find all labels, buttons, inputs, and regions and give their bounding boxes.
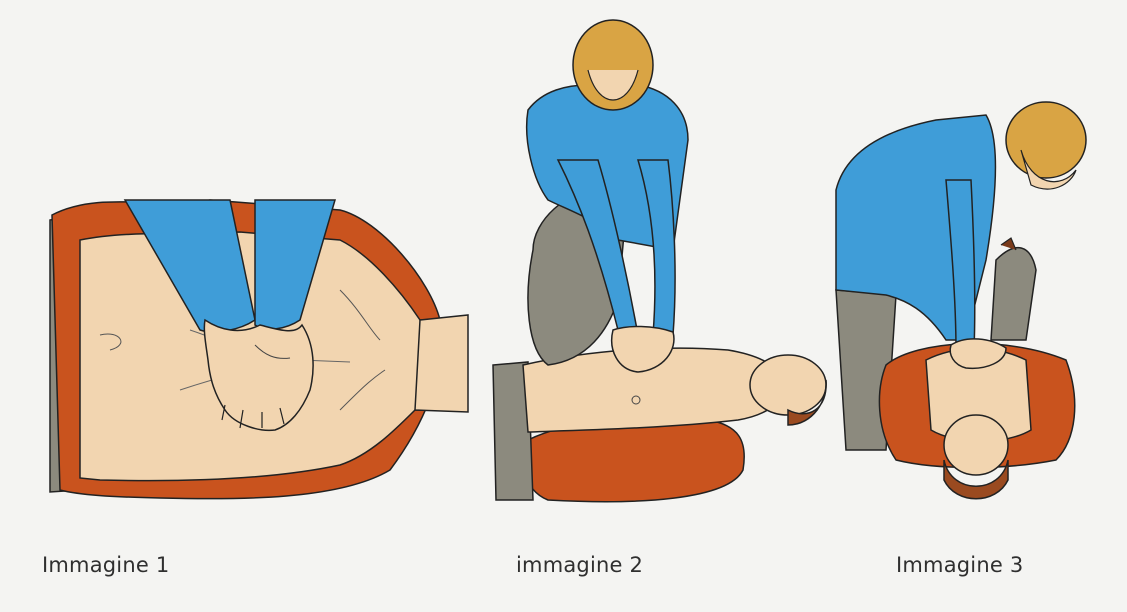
illustration-chest-compression-closeup <box>40 0 480 520</box>
illustration-rescuer-front-view <box>826 0 1096 520</box>
caption-image-1: Immagine 1 <box>42 553 169 577</box>
front-view-drawing <box>826 0 1096 520</box>
closeup-drawing <box>40 0 480 520</box>
caption-image-2: immagine 2 <box>516 553 643 577</box>
illustration-rescuer-side-view <box>488 0 833 520</box>
side-view-drawing <box>488 0 833 520</box>
caption-image-3: Immagine 3 <box>896 553 1023 577</box>
